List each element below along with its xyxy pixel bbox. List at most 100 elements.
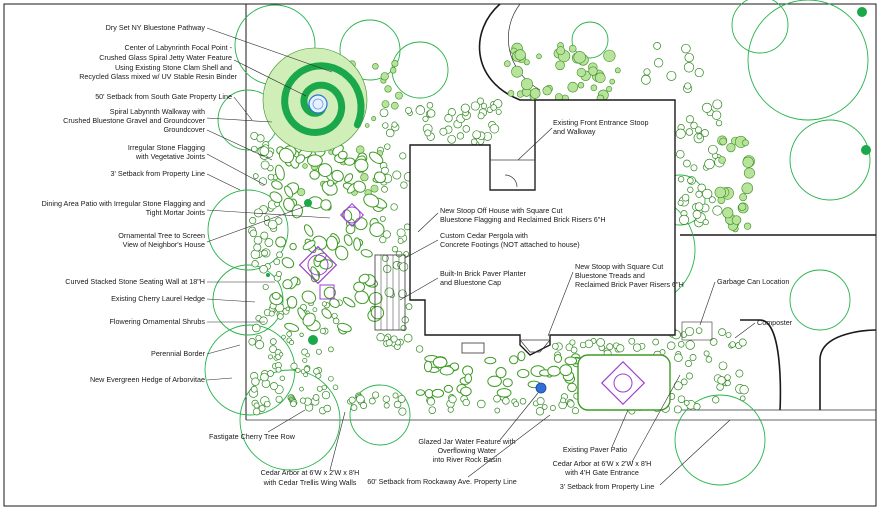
- flagging-stone: [281, 257, 295, 269]
- flagging-stone: [337, 322, 352, 333]
- shrub: [390, 203, 398, 211]
- shrub: [679, 214, 690, 225]
- label-setback-rockaway: 60' Setback from Rockaway Ave. Property …: [367, 477, 516, 486]
- shrub: [653, 58, 664, 68]
- flagging-stone: [368, 151, 384, 165]
- flagging-stone: [283, 197, 295, 212]
- label-stoop-sq-3: Reclaimed Brick Paver Risers 6"H: [575, 280, 684, 289]
- shrub: [397, 394, 406, 403]
- shrub: [396, 228, 406, 238]
- label-stoop-off-1: New Stoop Off House with Square Cut: [440, 206, 563, 215]
- flagging-stone: [342, 296, 356, 308]
- shrub: [380, 72, 389, 81]
- tree-canopy: [789, 269, 851, 331]
- shrub: [681, 193, 690, 202]
- label-flowering: Flowering Ornamental Shrubs: [110, 317, 206, 326]
- shrub: [269, 345, 277, 353]
- shrub: [616, 344, 625, 353]
- shrub: [385, 128, 395, 138]
- flagging-stone: [353, 237, 362, 251]
- label-dining-1: Dining Area Patio with Irregular Stone F…: [42, 199, 205, 208]
- label-setback-3-right: 3' Setback from Property Line: [560, 482, 654, 491]
- glazed-jar-water-feature: [535, 382, 547, 394]
- shrub: [596, 338, 605, 347]
- shrub: [259, 316, 268, 325]
- shrub: [447, 406, 454, 413]
- shrub: [705, 356, 713, 363]
- shrub: [567, 400, 575, 408]
- shrub: [399, 152, 407, 160]
- plan-frame: [3, 3, 877, 507]
- shrub: [742, 156, 754, 168]
- shrub: [674, 353, 683, 363]
- label-ornamental-2: View of Neighbor's House: [123, 240, 205, 249]
- shrub: [278, 352, 284, 357]
- shrub: [264, 238, 274, 247]
- shrub: [523, 59, 530, 66]
- shrub: [252, 173, 259, 179]
- shrub: [422, 115, 429, 122]
- shrub: [250, 385, 258, 393]
- shrub: [382, 395, 390, 403]
- brick-planter: [461, 342, 485, 354]
- flagging-stone: [275, 236, 287, 248]
- shrub: [536, 53, 542, 60]
- shrub: [507, 90, 515, 97]
- flagging-stone: [309, 169, 320, 180]
- flagging-stone: [496, 388, 512, 398]
- leader-lines: [206, 27, 756, 486]
- shrub: [712, 396, 720, 404]
- tree-canopy: [571, 21, 609, 59]
- shrub: [477, 112, 485, 120]
- shrub: [551, 342, 559, 350]
- flagging-stone: [326, 179, 335, 187]
- label-garbage: Garbage Can Location: [717, 277, 789, 286]
- flagging-stone: [464, 373, 473, 384]
- shrub: [653, 42, 661, 50]
- label-glazed-3: into River Rock Basin: [433, 455, 502, 464]
- flagging-stone: [509, 355, 519, 365]
- shrub: [677, 199, 684, 206]
- label-groundcover: Groundcover: [163, 125, 205, 134]
- flagging-stone: [360, 249, 373, 258]
- shrub: [268, 354, 273, 360]
- shrub: [702, 219, 709, 226]
- shrub: [321, 390, 331, 400]
- shrub: [712, 205, 723, 216]
- shrub: [249, 229, 258, 238]
- shrub: [439, 127, 448, 136]
- shrub: [261, 249, 268, 257]
- flagging-stone: [274, 164, 285, 181]
- shrub: [379, 108, 389, 118]
- shrub: [739, 395, 746, 402]
- label-stoop-sq-2: Bluestone Treads and: [575, 271, 645, 280]
- tree-canopy: [391, 41, 449, 99]
- shrub: [248, 338, 256, 346]
- flagging-stone: [337, 150, 348, 160]
- cedar-pergola: [374, 254, 406, 331]
- label-arbor-left-1: Cedar Arbor at 6'W x 2'W x 8'H: [261, 468, 360, 477]
- flagging-stone: [344, 157, 356, 166]
- shrub: [286, 331, 293, 337]
- shrub: [321, 301, 327, 307]
- flagging-stone: [423, 360, 433, 373]
- flagging-stone: [439, 365, 454, 376]
- shrub: [569, 339, 576, 346]
- shrub: [316, 385, 323, 392]
- shrub: [253, 235, 263, 245]
- flagging-stone: [353, 281, 366, 293]
- shrub: [415, 105, 426, 115]
- flagging-stone: [271, 180, 283, 190]
- flagging-stone: [358, 273, 370, 284]
- flagging-stone: [303, 224, 314, 237]
- shrub: [456, 132, 465, 140]
- shrub: [256, 134, 265, 143]
- shrub: [677, 176, 685, 183]
- shrub: [686, 372, 693, 380]
- shrub: [716, 383, 724, 391]
- shrub: [700, 129, 709, 138]
- existing-paver-patio: [577, 354, 671, 411]
- shrub: [725, 331, 732, 338]
- shrub: [297, 188, 306, 197]
- tree-markers: [266, 7, 871, 345]
